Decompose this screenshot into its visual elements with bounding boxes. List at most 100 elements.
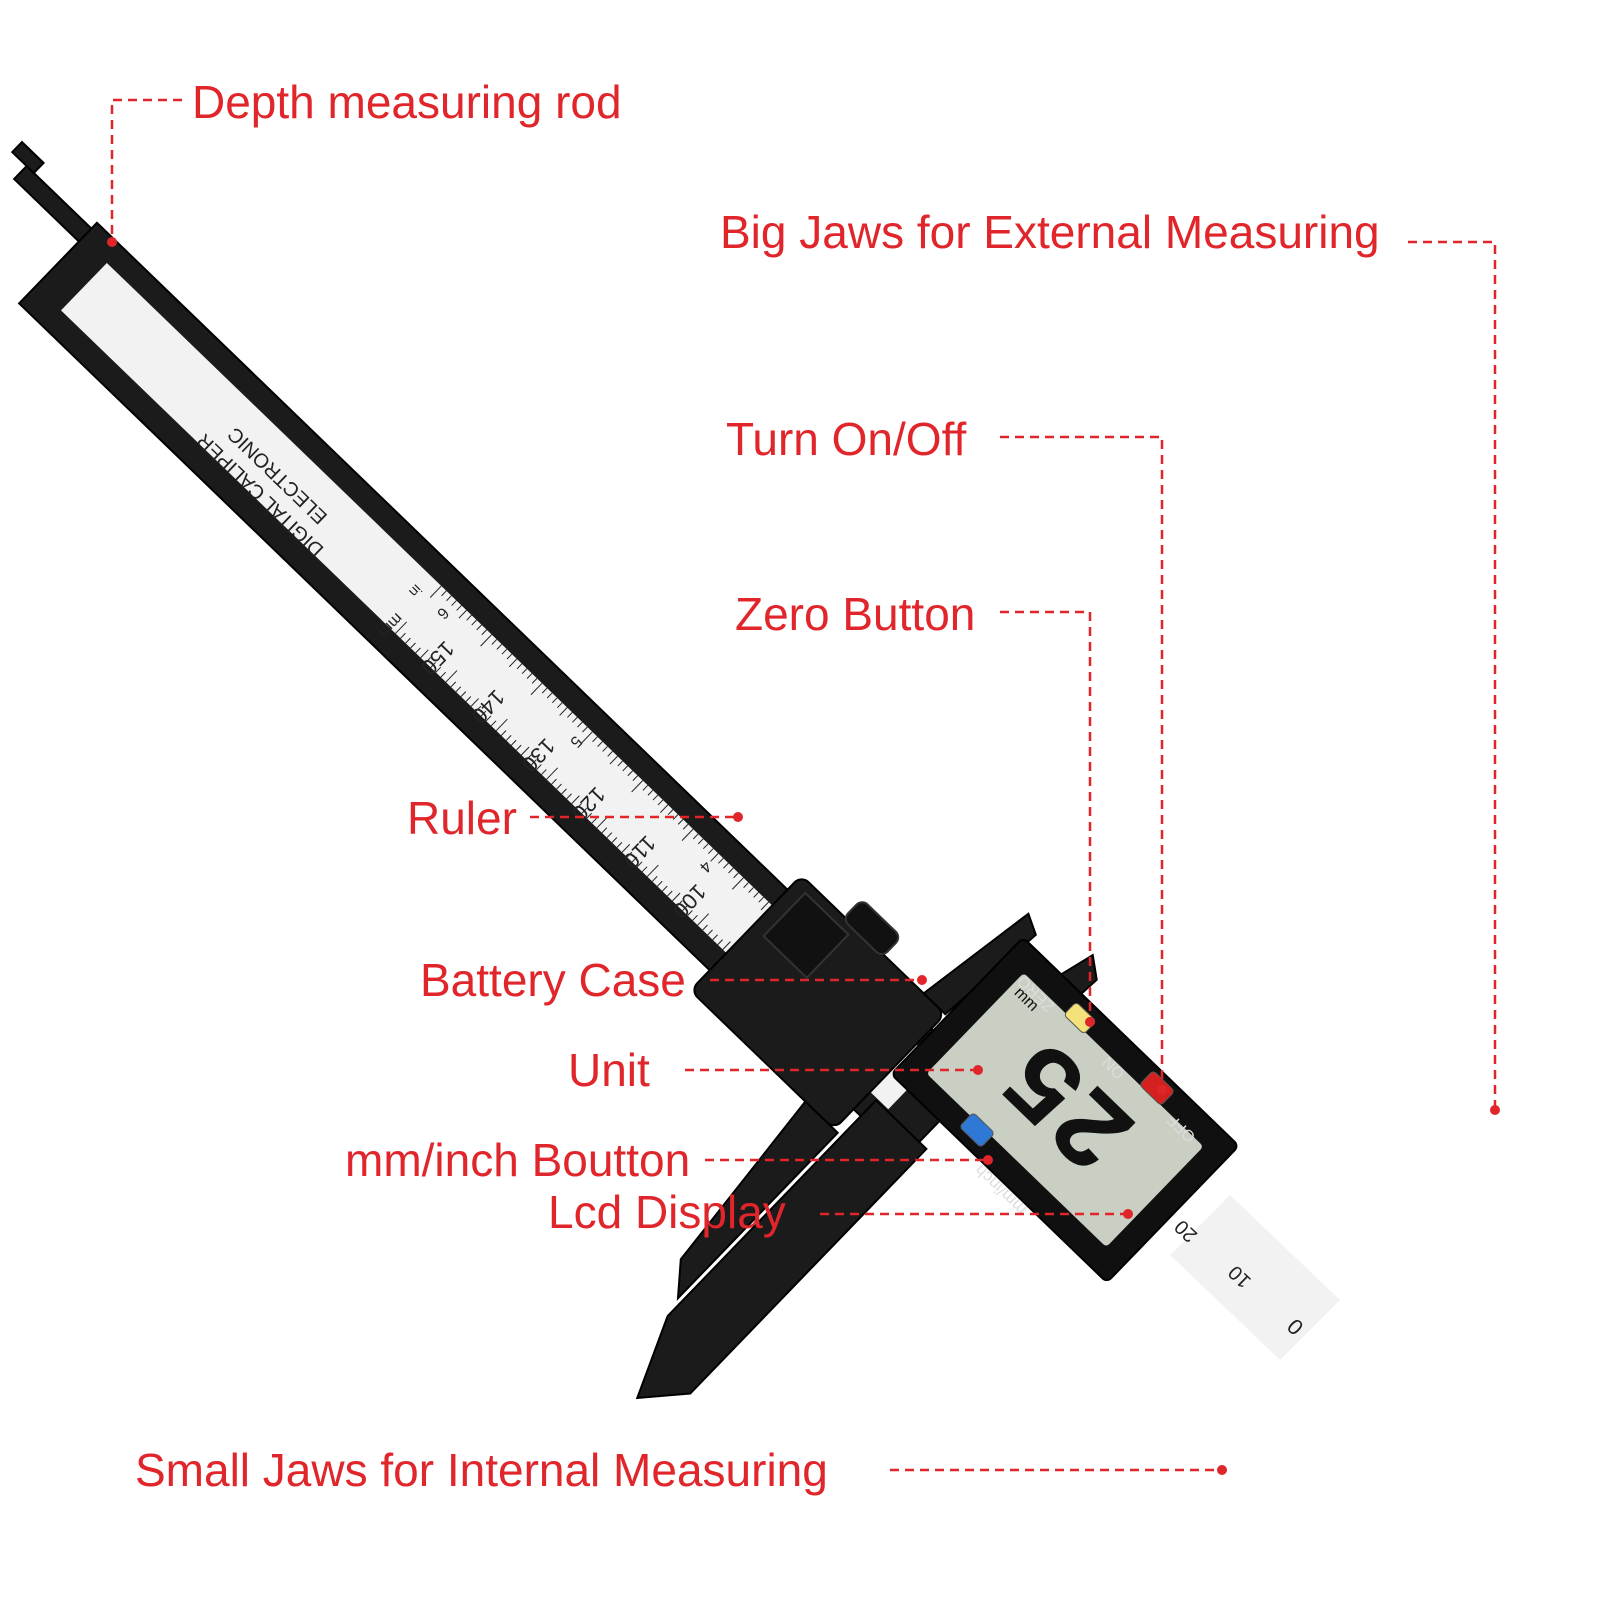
mm-tick	[500, 730, 507, 736]
inch-tick	[702, 843, 709, 850]
inch-tick	[617, 760, 623, 767]
mm-tick	[490, 720, 497, 727]
inch-tick	[572, 716, 578, 723]
inch-tick	[530, 682, 543, 696]
inch-tick	[731, 877, 744, 890]
callout-mm-inch: mm/inch Boutton	[345, 1134, 993, 1186]
inch-tick	[531, 678, 538, 684]
on-off-label: Turn On/Off	[726, 413, 967, 465]
inch-tick	[458, 609, 467, 619]
mm-tick	[586, 812, 593, 819]
inch-tick	[632, 775, 639, 781]
mm-tick	[596, 816, 609, 829]
inch-tick	[541, 687, 548, 694]
mm-tick	[420, 649, 429, 659]
inch-tick	[758, 896, 764, 903]
mm-tick	[712, 934, 718, 941]
mm-tick	[521, 746, 530, 756]
mm-tick	[450, 681, 457, 688]
callout-zero-button: Zero Button	[735, 588, 1095, 1027]
inch-tick	[480, 634, 493, 647]
inch-tick	[476, 624, 482, 631]
ruler-label: Ruler	[407, 792, 517, 844]
digital-caliper: ELECTRONIC DIGITAL CALIPER in mm 150 140…	[10, 140, 1098, 1400]
mm-inch-button[interactable]	[959, 1112, 994, 1147]
mm-tick	[656, 880, 663, 887]
mm-tick	[480, 710, 487, 717]
ruler-scale	[60, 262, 935, 1110]
mm-tick	[621, 843, 631, 853]
mm-tick	[631, 856, 638, 863]
mm-tick	[541, 769, 547, 775]
mm-tick	[717, 939, 723, 945]
mm-tick	[505, 735, 512, 741]
inch-tick	[723, 862, 729, 869]
inch-tick	[631, 780, 644, 793]
depth-rod-tip	[10, 140, 45, 175]
mm-tick	[707, 929, 713, 936]
mm-tick	[526, 754, 532, 761]
inch-tick	[556, 702, 563, 709]
inch-tick	[728, 867, 734, 874]
mm-tick	[687, 910, 693, 916]
mm-tick	[641, 866, 648, 873]
inch-tick	[577, 721, 583, 728]
mm-tick	[470, 698, 480, 707]
mm-tick	[702, 924, 708, 931]
sliding-external-jaw	[676, 1100, 840, 1301]
inch-tick	[567, 712, 573, 718]
inch-tick	[496, 643, 503, 650]
mm-tick	[667, 890, 673, 897]
mm-tick	[395, 621, 407, 634]
mm-tick	[556, 783, 562, 790]
inch-tick	[607, 750, 613, 757]
inch-tick	[491, 639, 498, 645]
on-off-button[interactable]	[1139, 1070, 1174, 1105]
inch-tick	[501, 648, 508, 655]
mm-tick	[415, 647, 421, 654]
inch-tick	[609, 755, 618, 765]
mm-tick	[616, 842, 623, 848]
mm-tick	[606, 832, 613, 839]
inch-tick	[642, 784, 649, 791]
mm-tick	[400, 632, 406, 639]
mm-tick	[561, 788, 567, 795]
mm-tick	[636, 861, 643, 868]
zero-button-label: Zero Button	[735, 588, 975, 640]
inch-tick	[592, 736, 598, 743]
mm-tick	[475, 705, 482, 712]
inch-tick	[718, 857, 724, 864]
inch-tick	[733, 872, 739, 879]
inch-tick	[508, 658, 518, 668]
depth-rod-label: Depth measuring rod	[192, 76, 622, 128]
callout-depth-rod: Depth measuring rod	[107, 76, 622, 247]
inch-tick	[441, 590, 447, 597]
mm-tick	[536, 764, 542, 770]
callout-battery-case: Battery Case	[420, 954, 927, 1006]
inch-tick	[456, 605, 462, 611]
vernier-plate	[1170, 1195, 1340, 1360]
inch-tick	[481, 629, 488, 636]
mm-tick	[425, 657, 431, 663]
mm-tick	[682, 905, 688, 911]
inch-tick	[682, 823, 689, 830]
inch-tick	[697, 838, 704, 845]
inch-tick	[652, 794, 659, 801]
inch-tick	[597, 741, 603, 747]
mm-tick	[430, 662, 436, 668]
mm-tick	[455, 686, 462, 693]
mm-tick	[576, 803, 582, 809]
mm-tick	[692, 914, 698, 921]
small-jaws-label: Small Jaws for Internal Measuring	[135, 1444, 828, 1496]
mm-tick	[566, 793, 572, 800]
inch-tick	[471, 619, 477, 626]
mm-tick	[485, 715, 492, 722]
inch-tick-marks	[429, 585, 795, 939]
mm-tick	[611, 837, 618, 843]
battery-case	[762, 891, 850, 980]
mm-tick	[551, 778, 557, 785]
inch-tick	[753, 891, 759, 898]
inch-tick	[743, 882, 749, 888]
mm-tick	[546, 767, 559, 780]
inch-tick	[546, 692, 553, 699]
